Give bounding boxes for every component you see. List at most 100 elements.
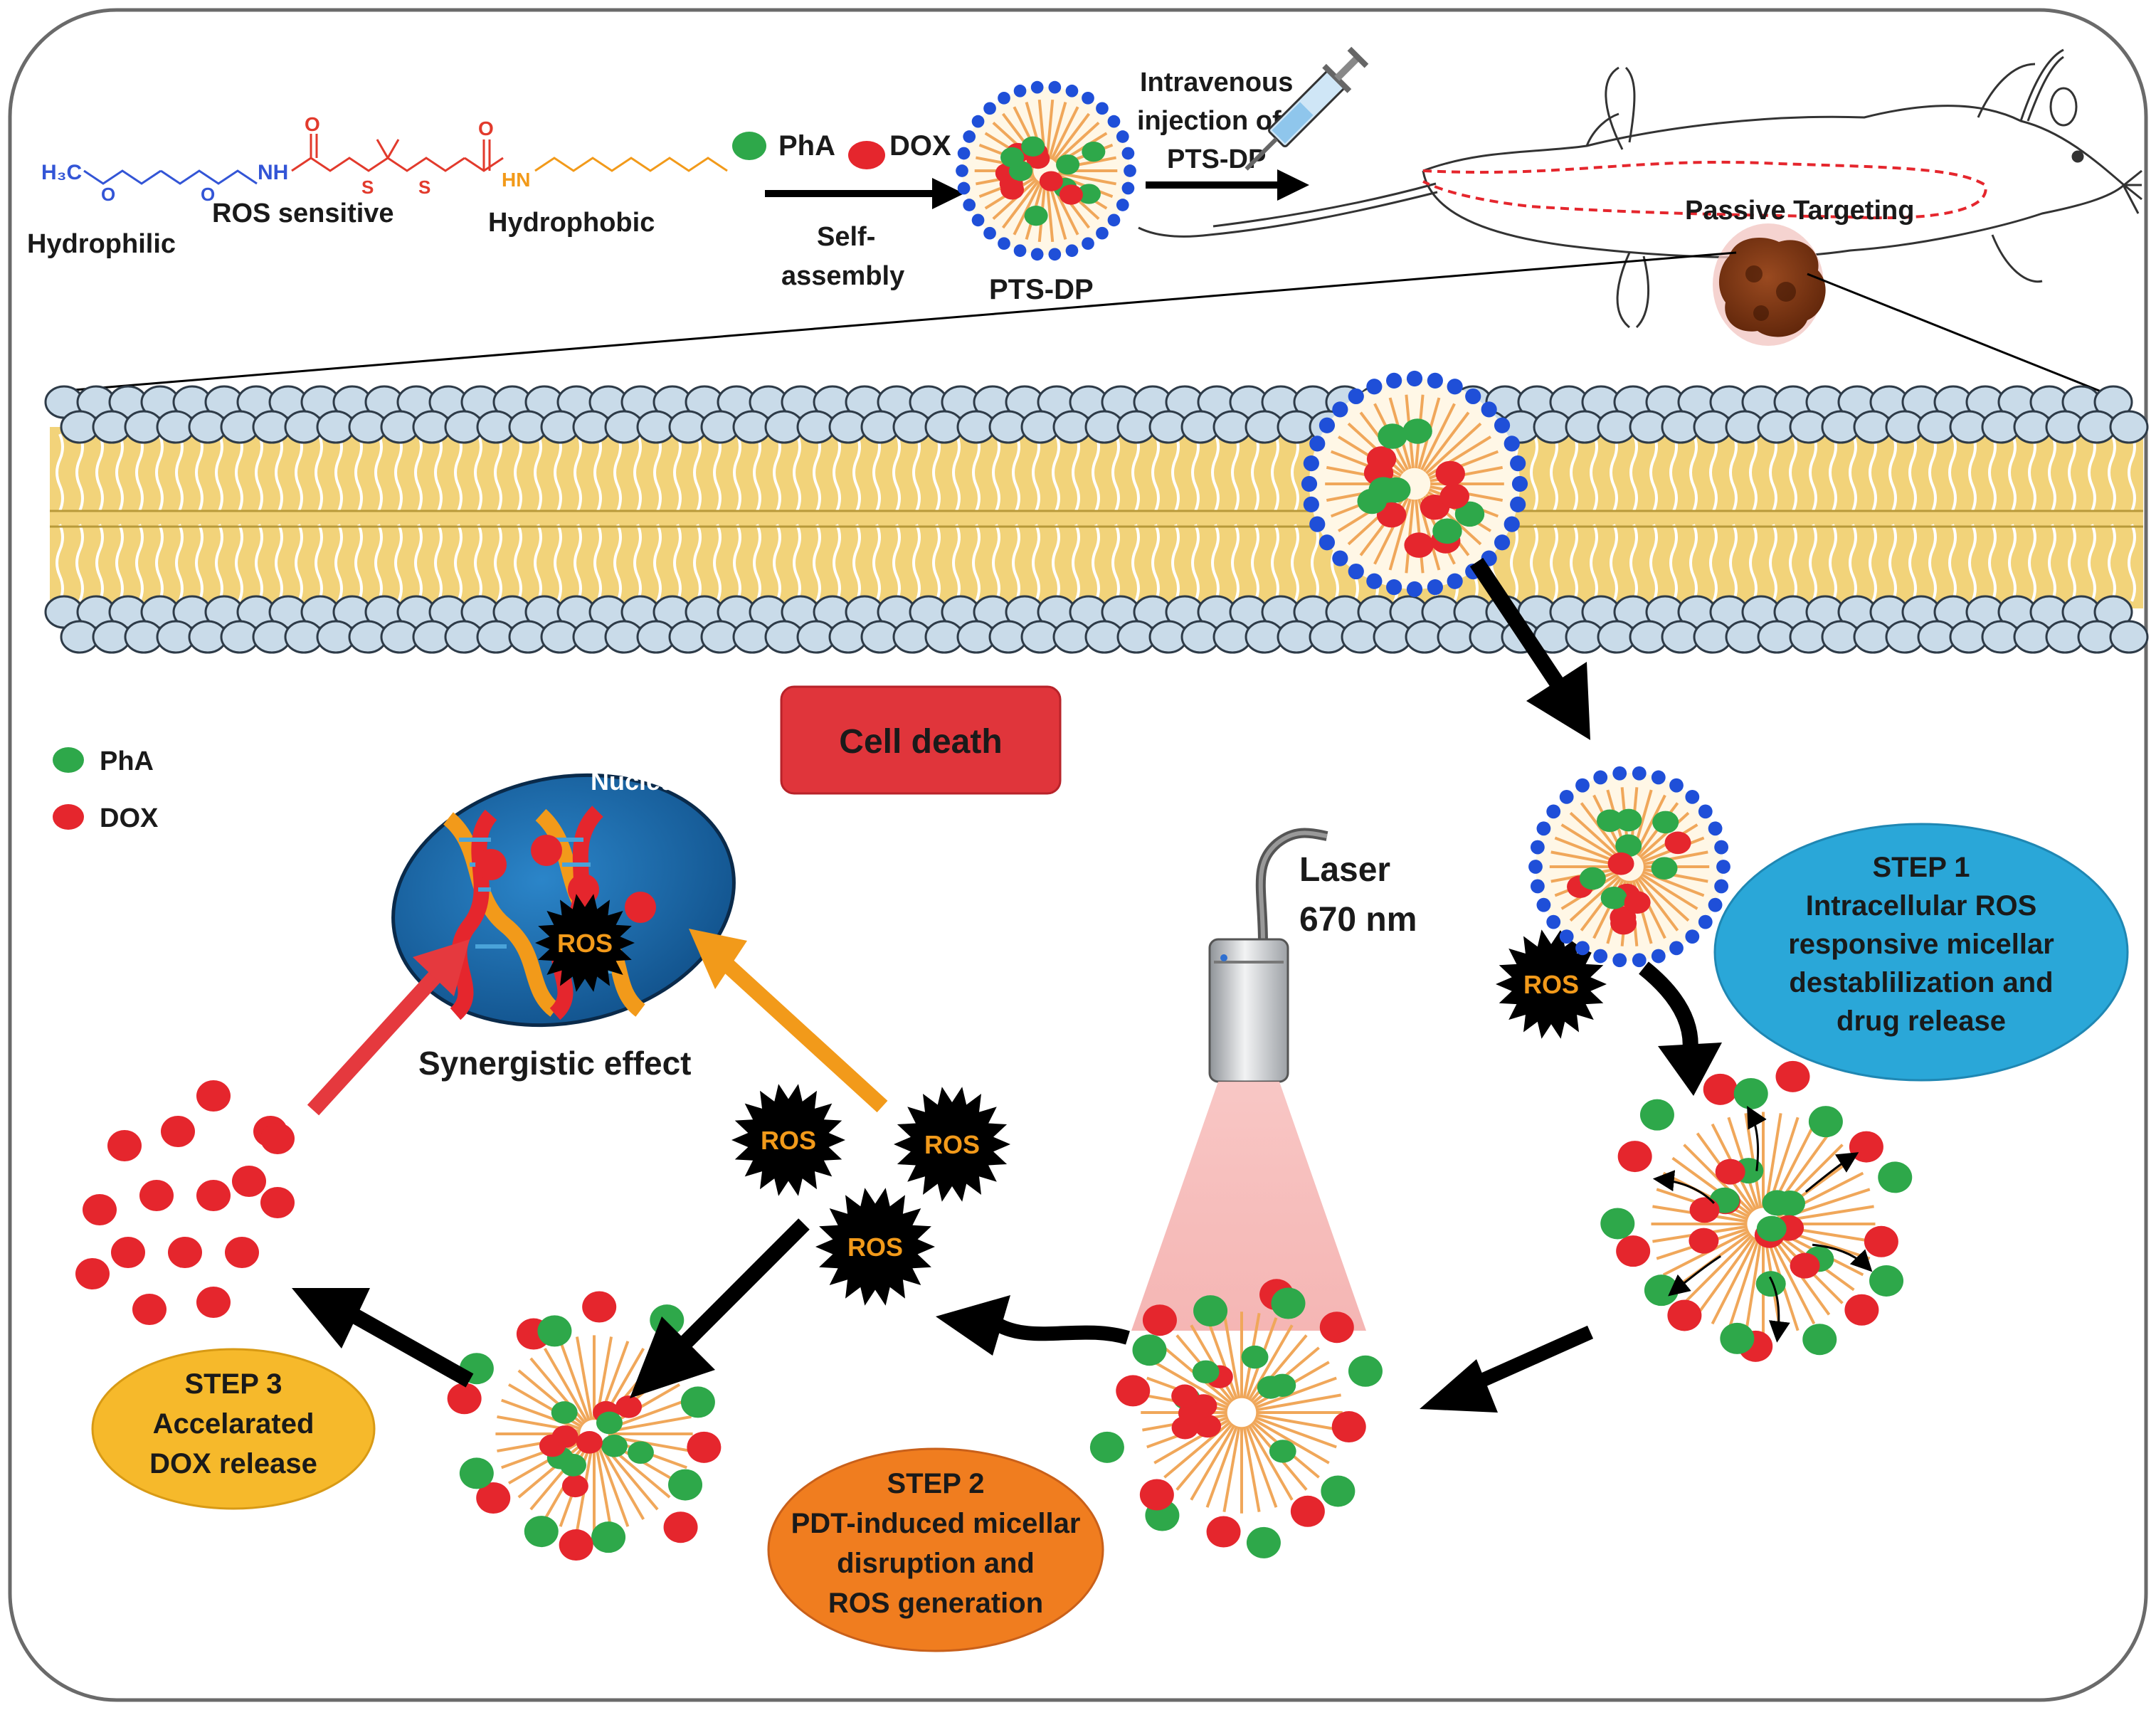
dox-molecule bbox=[1059, 184, 1083, 205]
micelle-shell-bead bbox=[1116, 199, 1129, 211]
micelle-shell-bead bbox=[1632, 953, 1647, 968]
dox-arrow bbox=[307, 939, 470, 1116]
legend-dox-label: DOX bbox=[100, 803, 159, 833]
dox-molecule bbox=[576, 1431, 603, 1454]
lipid-tail bbox=[574, 433, 582, 602]
lipid-tail bbox=[1789, 433, 1797, 602]
micelle-tail bbox=[1001, 179, 1040, 229]
step3-line2: DOX release bbox=[149, 1448, 317, 1479]
pha-molecule bbox=[1089, 1431, 1124, 1463]
micelle-shell-bead bbox=[1107, 213, 1121, 227]
micelle-tail bbox=[1255, 1393, 1341, 1412]
ros-label: ROS bbox=[924, 1130, 980, 1159]
lipid-tail bbox=[2048, 433, 2056, 602]
micelle-tail bbox=[1642, 870, 1705, 897]
lipid-tail bbox=[1629, 433, 1638, 602]
step1-line3: destablilization and bbox=[1789, 967, 2053, 998]
lipid-tail bbox=[1988, 433, 1997, 602]
micelle-tail bbox=[1637, 877, 1679, 931]
lipid-tail bbox=[1131, 433, 1140, 602]
lipid-tail bbox=[1171, 433, 1180, 602]
lipid-tail bbox=[255, 433, 263, 602]
dox-molecule bbox=[1000, 179, 1025, 200]
micelle-tail bbox=[1420, 403, 1456, 471]
lipid-tail bbox=[215, 433, 223, 602]
micelle-shell-bead bbox=[1716, 860, 1730, 874]
micelle-tail bbox=[1254, 1416, 1337, 1449]
micelle-tail bbox=[1253, 1418, 1330, 1464]
micelle-shell-bead bbox=[963, 199, 976, 211]
pha-molecule bbox=[1644, 1274, 1679, 1307]
lipid-tail bbox=[235, 433, 243, 602]
lipid-tail bbox=[1849, 433, 1857, 602]
injection-line2: injection of bbox=[1137, 106, 1282, 136]
micelle-shell-bead bbox=[1447, 379, 1463, 395]
synergistic-label: Synergistic effect bbox=[418, 1045, 691, 1082]
micelle-shell-bead bbox=[1082, 237, 1094, 250]
micelle-tail bbox=[1045, 183, 1055, 243]
lipid-tail bbox=[1111, 433, 1120, 602]
pha-molecule bbox=[1348, 1355, 1383, 1387]
micelle-shell-bead bbox=[1013, 244, 1027, 258]
laser-probe-icon bbox=[1208, 828, 1328, 1083]
micelle-shell-bead bbox=[1530, 879, 1545, 894]
micelle-shell-bead bbox=[1714, 840, 1729, 855]
lipid-tail bbox=[1191, 433, 1200, 602]
micelle-tail bbox=[1242, 1426, 1261, 1512]
lipid-tail bbox=[315, 433, 323, 602]
dox-molecule bbox=[476, 1482, 511, 1514]
ros-burst-icon: ROS bbox=[535, 894, 635, 992]
lipid-tail bbox=[115, 433, 124, 602]
lipid-tail bbox=[334, 433, 343, 602]
step2-line2: disruption and bbox=[837, 1548, 1035, 1579]
pha-molecule bbox=[680, 1386, 715, 1418]
micelle-tail bbox=[1425, 422, 1482, 475]
step1-title: STEP 1 bbox=[1872, 852, 1970, 883]
lipid-tail bbox=[2008, 433, 2017, 602]
lipid-tail bbox=[175, 433, 184, 602]
micelle-shell-bead bbox=[1575, 941, 1590, 956]
lipid-tail bbox=[892, 433, 901, 602]
dox-molecule bbox=[1435, 460, 1465, 487]
pha-molecule bbox=[1454, 501, 1485, 527]
lipid-tail bbox=[414, 433, 423, 602]
lipid-tail bbox=[275, 433, 283, 602]
pha-molecule bbox=[1257, 1376, 1284, 1399]
pha-molecule bbox=[1808, 1106, 1843, 1138]
micelle-tail bbox=[1569, 811, 1620, 859]
arrow-left-micelle-to-dox bbox=[292, 1288, 474, 1388]
micelle-shell-bead bbox=[1065, 84, 1079, 97]
lipid-tail bbox=[554, 433, 562, 602]
pha-molecule bbox=[1269, 1440, 1296, 1463]
lipid-tail bbox=[753, 433, 761, 602]
lipid-tail bbox=[852, 433, 861, 602]
micelle-tail bbox=[1388, 498, 1412, 571]
lipid-head bbox=[2109, 410, 2149, 444]
lipid-tail bbox=[1251, 433, 1259, 602]
lipid-tail bbox=[2028, 433, 2036, 602]
micelle-shell-bead bbox=[1332, 550, 1348, 566]
cell-death-label: Cell death bbox=[839, 723, 1002, 761]
amide-nh: NH bbox=[258, 161, 288, 184]
lipid-tail bbox=[2088, 433, 2096, 602]
release-squiggle bbox=[1747, 1105, 1767, 1171]
lipid-tail bbox=[1809, 433, 1817, 602]
dox-molecule bbox=[687, 1431, 722, 1463]
dox-molecule bbox=[1664, 831, 1691, 855]
lipid-tail bbox=[1948, 433, 1957, 602]
injection-line3: PTS-DP bbox=[1167, 144, 1266, 174]
step3-line1: Accelarated bbox=[153, 1408, 315, 1440]
arrow-center-to-left-curve bbox=[936, 1295, 1130, 1356]
pha-molecule bbox=[1652, 811, 1679, 834]
lipid-tail bbox=[494, 433, 502, 602]
lipid-tail bbox=[1012, 433, 1020, 602]
pha-molecule bbox=[591, 1521, 626, 1553]
micelle-shell-bead bbox=[1348, 563, 1364, 580]
micelle-tail bbox=[1711, 1237, 1758, 1325]
micelle-shell-bead bbox=[1447, 573, 1463, 589]
dox-molecule bbox=[111, 1237, 145, 1268]
legend-dox-dot bbox=[53, 804, 84, 830]
dox-molecule bbox=[1319, 1311, 1354, 1344]
pha-molecule bbox=[1615, 808, 1642, 832]
micelle-tail bbox=[559, 1341, 591, 1422]
